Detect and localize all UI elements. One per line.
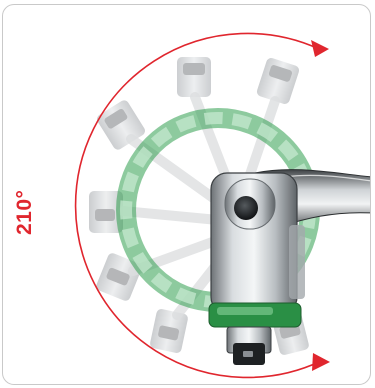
product-photo-frame: 210° (2, 4, 371, 385)
ratchet-head (211, 173, 305, 313)
square-drive (227, 327, 271, 365)
head-bolt (234, 196, 258, 220)
arc-arrow-top-icon (311, 40, 329, 57)
ghost-socket-top-left (177, 57, 211, 97)
green-collar (209, 303, 301, 327)
arc-arrow-bottom-icon (312, 353, 330, 371)
rotation-angle-label: 210° (13, 190, 37, 235)
ratchet-rotation-photo (3, 5, 371, 385)
